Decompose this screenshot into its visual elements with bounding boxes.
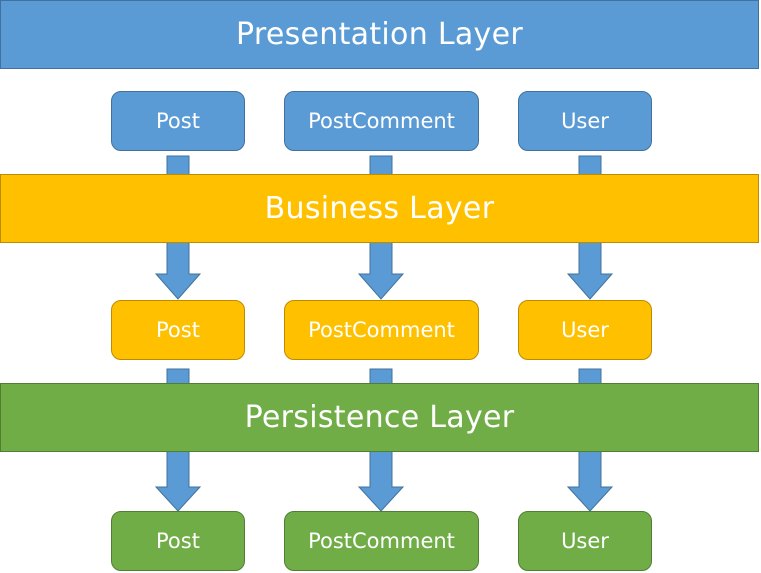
entity-label: User bbox=[561, 109, 609, 133]
presentation-entity-post: Post bbox=[111, 91, 245, 151]
presentation-layer-label: Presentation Layer bbox=[236, 17, 523, 52]
entity-label: Post bbox=[156, 318, 200, 342]
arrow-down-post-1 bbox=[154, 241, 202, 300]
persistence-layer: Persistence Layer bbox=[0, 383, 759, 452]
arrow-down-postcomment-2 bbox=[357, 450, 405, 512]
persistence-layer-label: Persistence Layer bbox=[244, 400, 515, 435]
persistence-entity-postcomment: PostComment bbox=[284, 511, 479, 571]
arrow-down-user-2 bbox=[566, 450, 614, 512]
business-layer: Business Layer bbox=[0, 174, 759, 243]
arrow-down-postcomment-1 bbox=[357, 241, 405, 300]
entity-label: PostComment bbox=[308, 109, 455, 133]
entity-label: PostComment bbox=[308, 318, 455, 342]
arrow-down-post-2 bbox=[154, 450, 202, 512]
arrow-stub-postcomment-1 bbox=[369, 155, 393, 177]
entity-label: User bbox=[561, 529, 609, 553]
entity-label: Post bbox=[156, 109, 200, 133]
business-entity-user: User bbox=[518, 300, 652, 360]
entity-label: User bbox=[561, 318, 609, 342]
persistence-entity-user: User bbox=[518, 511, 652, 571]
arrow-stub-user-1 bbox=[578, 155, 602, 177]
business-entity-post: Post bbox=[111, 300, 245, 360]
persistence-entity-post: Post bbox=[111, 511, 245, 571]
presentation-layer: Presentation Layer bbox=[0, 0, 759, 69]
presentation-entity-postcomment: PostComment bbox=[284, 91, 479, 151]
entity-label: Post bbox=[156, 529, 200, 553]
business-layer-label: Business Layer bbox=[264, 191, 495, 226]
arrow-down-user-1 bbox=[566, 241, 614, 300]
entity-label: PostComment bbox=[308, 529, 455, 553]
business-entity-postcomment: PostComment bbox=[284, 300, 479, 360]
arrow-stub-post-1 bbox=[166, 155, 190, 177]
presentation-entity-user: User bbox=[518, 91, 652, 151]
